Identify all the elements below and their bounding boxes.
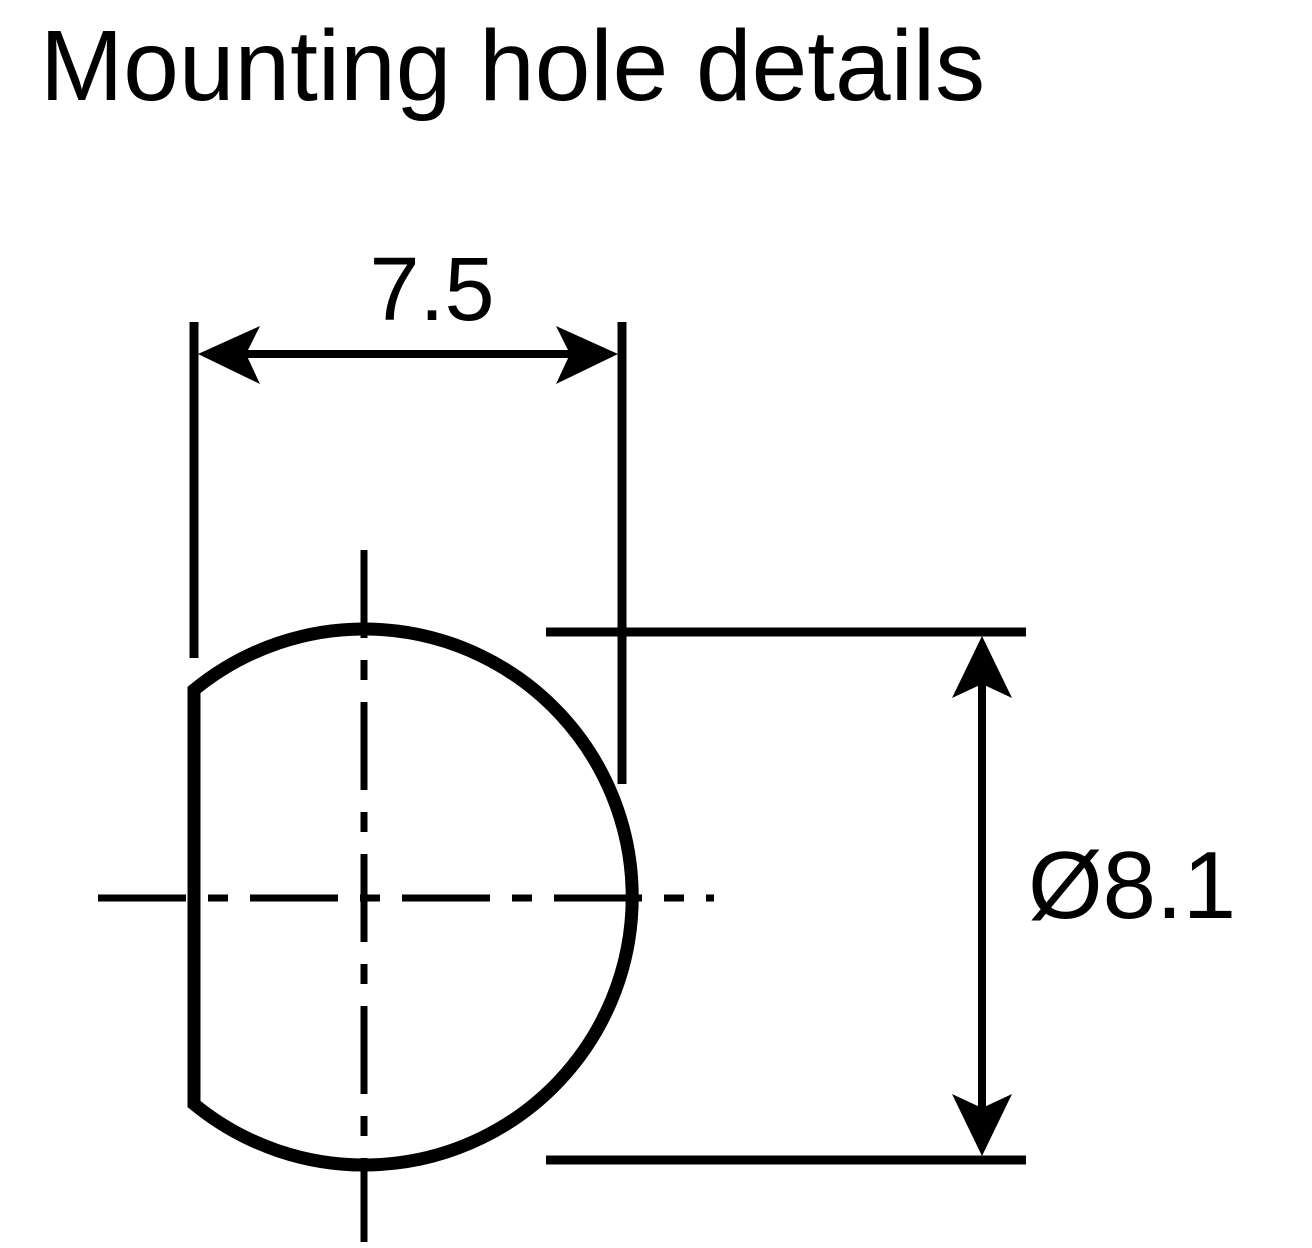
width-dimension-label: 7.5 — [369, 240, 494, 340]
diameter-arrow-top — [952, 636, 1012, 698]
width-arrow-left — [198, 326, 260, 384]
diameter-dimension-label: Ø8.1 — [1028, 832, 1236, 939]
width-arrow-right — [556, 326, 618, 384]
diameter-arrow-bottom — [952, 1094, 1012, 1156]
hole-outline — [187, 622, 639, 1172]
drawing-title: Mounting hole details — [40, 10, 985, 122]
